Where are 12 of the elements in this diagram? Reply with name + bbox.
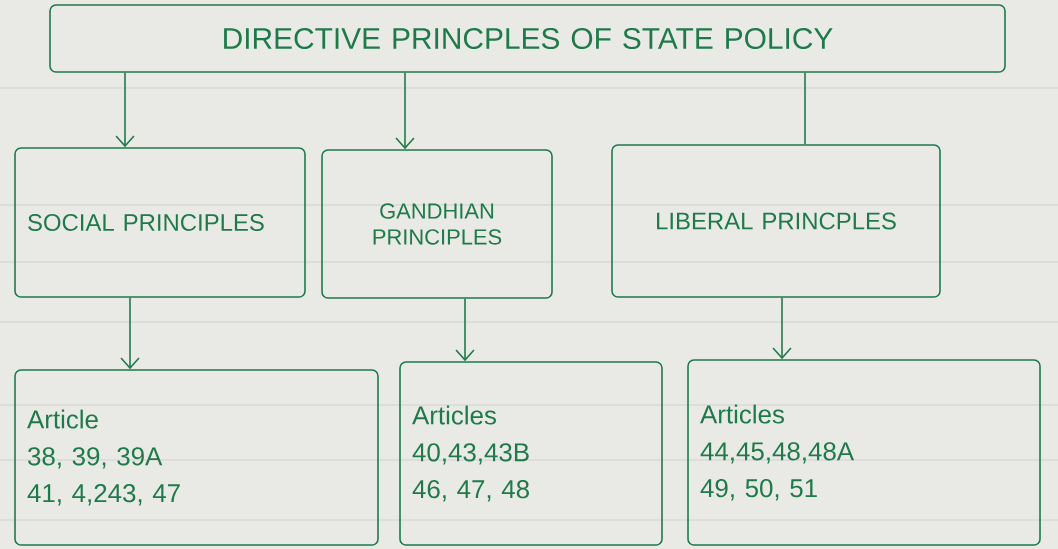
article-box: Article 38, 39, 39A 41, 4,243, 47 <box>14 369 379 546</box>
category-box: LIBERAL PRINCPLES <box>611 144 941 298</box>
category-box: SOCIAL PRINCIPLES <box>14 147 306 298</box>
arrow <box>395 72 415 150</box>
arrow <box>120 297 140 370</box>
arrow <box>772 297 792 360</box>
arrow <box>455 298 475 362</box>
title-box: DIRECTIVE PRINCPLES OF STATE POLICY <box>49 4 1006 73</box>
article-box: Articles 44,45,48,48A 49, 50, 51 <box>687 359 1041 546</box>
category-box: GANDHIAN PRINCIPLES <box>321 149 553 299</box>
arrow <box>115 72 135 148</box>
article-box: Articles 40,43,43B 46, 47, 48 <box>399 361 663 546</box>
